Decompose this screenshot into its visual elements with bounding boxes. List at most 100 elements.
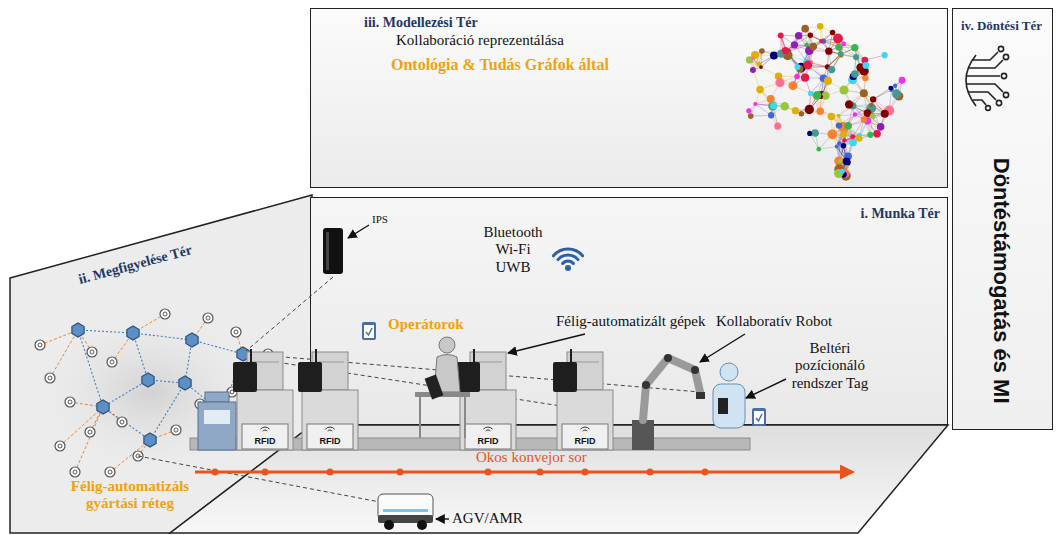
sensor-node bbox=[120, 420, 124, 424]
sensor-link bbox=[50, 330, 78, 378]
decision-chip-icon bbox=[966, 55, 976, 106]
collaborative-robot bbox=[642, 381, 650, 389]
tablet-icon bbox=[752, 408, 766, 426]
legacy-machine bbox=[204, 410, 230, 424]
brain-neuron bbox=[803, 61, 812, 70]
decision-chip-icon bbox=[968, 60, 1003, 68]
sensor-node bbox=[163, 312, 167, 316]
brain-neuron bbox=[759, 48, 765, 54]
brain-neuron bbox=[873, 130, 881, 138]
brain-neuron bbox=[845, 165, 849, 169]
decision-chip-icon bbox=[1003, 92, 1008, 97]
brain-neuron bbox=[892, 89, 901, 98]
panel-heading: i. Munka Tér bbox=[861, 206, 940, 222]
brain-neuron bbox=[841, 42, 846, 47]
machine-antenna bbox=[315, 349, 317, 362]
brain-neuron bbox=[811, 129, 819, 137]
mesh-link bbox=[78, 330, 133, 333]
vertical-title: Döntéstámogatás és MI bbox=[988, 158, 1013, 404]
rfid-signal bbox=[263, 430, 268, 431]
rfid-tag-text: RFID bbox=[478, 436, 499, 446]
rfid-signal bbox=[325, 427, 334, 429]
wireless-symbol bbox=[563, 261, 574, 264]
conveyor-arrow bbox=[212, 469, 219, 476]
brain-neuron bbox=[828, 113, 835, 120]
brain-neuron bbox=[869, 103, 873, 107]
robot-label: Kollaboratív Robot bbox=[716, 313, 832, 330]
gateway-node bbox=[97, 400, 109, 414]
machine-controller bbox=[233, 362, 257, 392]
rfid-tag-text: RFID bbox=[255, 436, 276, 446]
brain-neuron bbox=[788, 81, 797, 90]
sensor-node bbox=[231, 327, 241, 337]
decision-chip-icon bbox=[986, 106, 991, 111]
sensor-node bbox=[73, 470, 77, 474]
mesh-link bbox=[133, 333, 192, 340]
conveyor-arrow bbox=[195, 469, 852, 476]
operator-figure bbox=[439, 337, 455, 353]
conveyor-label: Okos konvejor sor bbox=[476, 449, 587, 466]
brain-neuron bbox=[867, 132, 873, 138]
brain-neuron bbox=[853, 112, 857, 116]
rfid-plate bbox=[562, 424, 608, 449]
decision-chip-icon bbox=[998, 46, 1003, 51]
sensor-node bbox=[55, 441, 65, 451]
machine-body bbox=[557, 390, 613, 450]
operator-with-tag bbox=[718, 398, 728, 414]
brain-neuron bbox=[835, 44, 842, 51]
semi-automated-machine bbox=[233, 349, 613, 450]
tag-label: Beltéri pozícionáló rendszer Tag bbox=[785, 340, 875, 392]
sensor-node bbox=[65, 397, 75, 407]
brain-link bbox=[819, 146, 837, 149]
brain-neuron bbox=[795, 32, 803, 40]
agv-robot bbox=[383, 509, 428, 512]
brain-neuron bbox=[825, 47, 832, 54]
collaborative-robot bbox=[696, 392, 705, 399]
machine-antenna bbox=[250, 349, 252, 362]
operator-figure bbox=[419, 397, 421, 438]
brain-neuron bbox=[835, 145, 839, 149]
tablet-icon bbox=[756, 414, 762, 421]
tablet-icon bbox=[364, 325, 374, 338]
wireless-symbol bbox=[553, 249, 582, 256]
brain-neuron bbox=[750, 67, 756, 73]
rfid-tag-text: RFID bbox=[575, 436, 596, 446]
brain-neuron bbox=[882, 52, 888, 58]
sensor-node bbox=[203, 313, 213, 323]
machine-body bbox=[237, 390, 293, 450]
conveyor-arrow bbox=[262, 469, 269, 476]
sensor-link bbox=[60, 407, 103, 446]
mesh-link bbox=[150, 383, 185, 440]
brain-neuron bbox=[828, 66, 835, 73]
collaborative-robot bbox=[632, 354, 705, 450]
machine-body bbox=[302, 390, 358, 450]
leader-arrow bbox=[508, 334, 585, 353]
rfid-plate bbox=[242, 424, 288, 449]
work-space-panel: i. Munka Tér bbox=[310, 197, 948, 425]
decision-chip-icon bbox=[973, 100, 986, 105]
brain-neuron bbox=[833, 34, 843, 44]
agv-label: AGV/AMR bbox=[452, 510, 523, 527]
brain-neuron bbox=[837, 114, 841, 118]
conveyor-arrow bbox=[537, 469, 544, 476]
brain-neuron bbox=[816, 147, 821, 152]
brain-neuron bbox=[795, 64, 801, 70]
brain-neuron bbox=[870, 96, 876, 102]
brain-neuron bbox=[863, 62, 870, 69]
brain-neuron bbox=[808, 33, 813, 38]
collaborative-robot bbox=[664, 354, 672, 362]
panel-text: Kollaboráció reprezentálása bbox=[396, 32, 564, 49]
brain-neuron bbox=[799, 111, 805, 117]
conveyor-arrow bbox=[327, 469, 334, 476]
brain-neuron bbox=[794, 74, 800, 80]
rfid-plate bbox=[465, 424, 511, 449]
operators-label: Operátorok bbox=[388, 316, 464, 333]
sensor-node bbox=[58, 444, 62, 448]
decision-chip-icon bbox=[966, 84, 1003, 92]
brain-neuron bbox=[877, 123, 885, 131]
brain-neuron bbox=[851, 44, 858, 51]
brain-neuron bbox=[840, 169, 845, 174]
brain-neuron bbox=[774, 123, 781, 130]
brain-neuron bbox=[899, 77, 906, 84]
sensor-node bbox=[234, 330, 238, 334]
